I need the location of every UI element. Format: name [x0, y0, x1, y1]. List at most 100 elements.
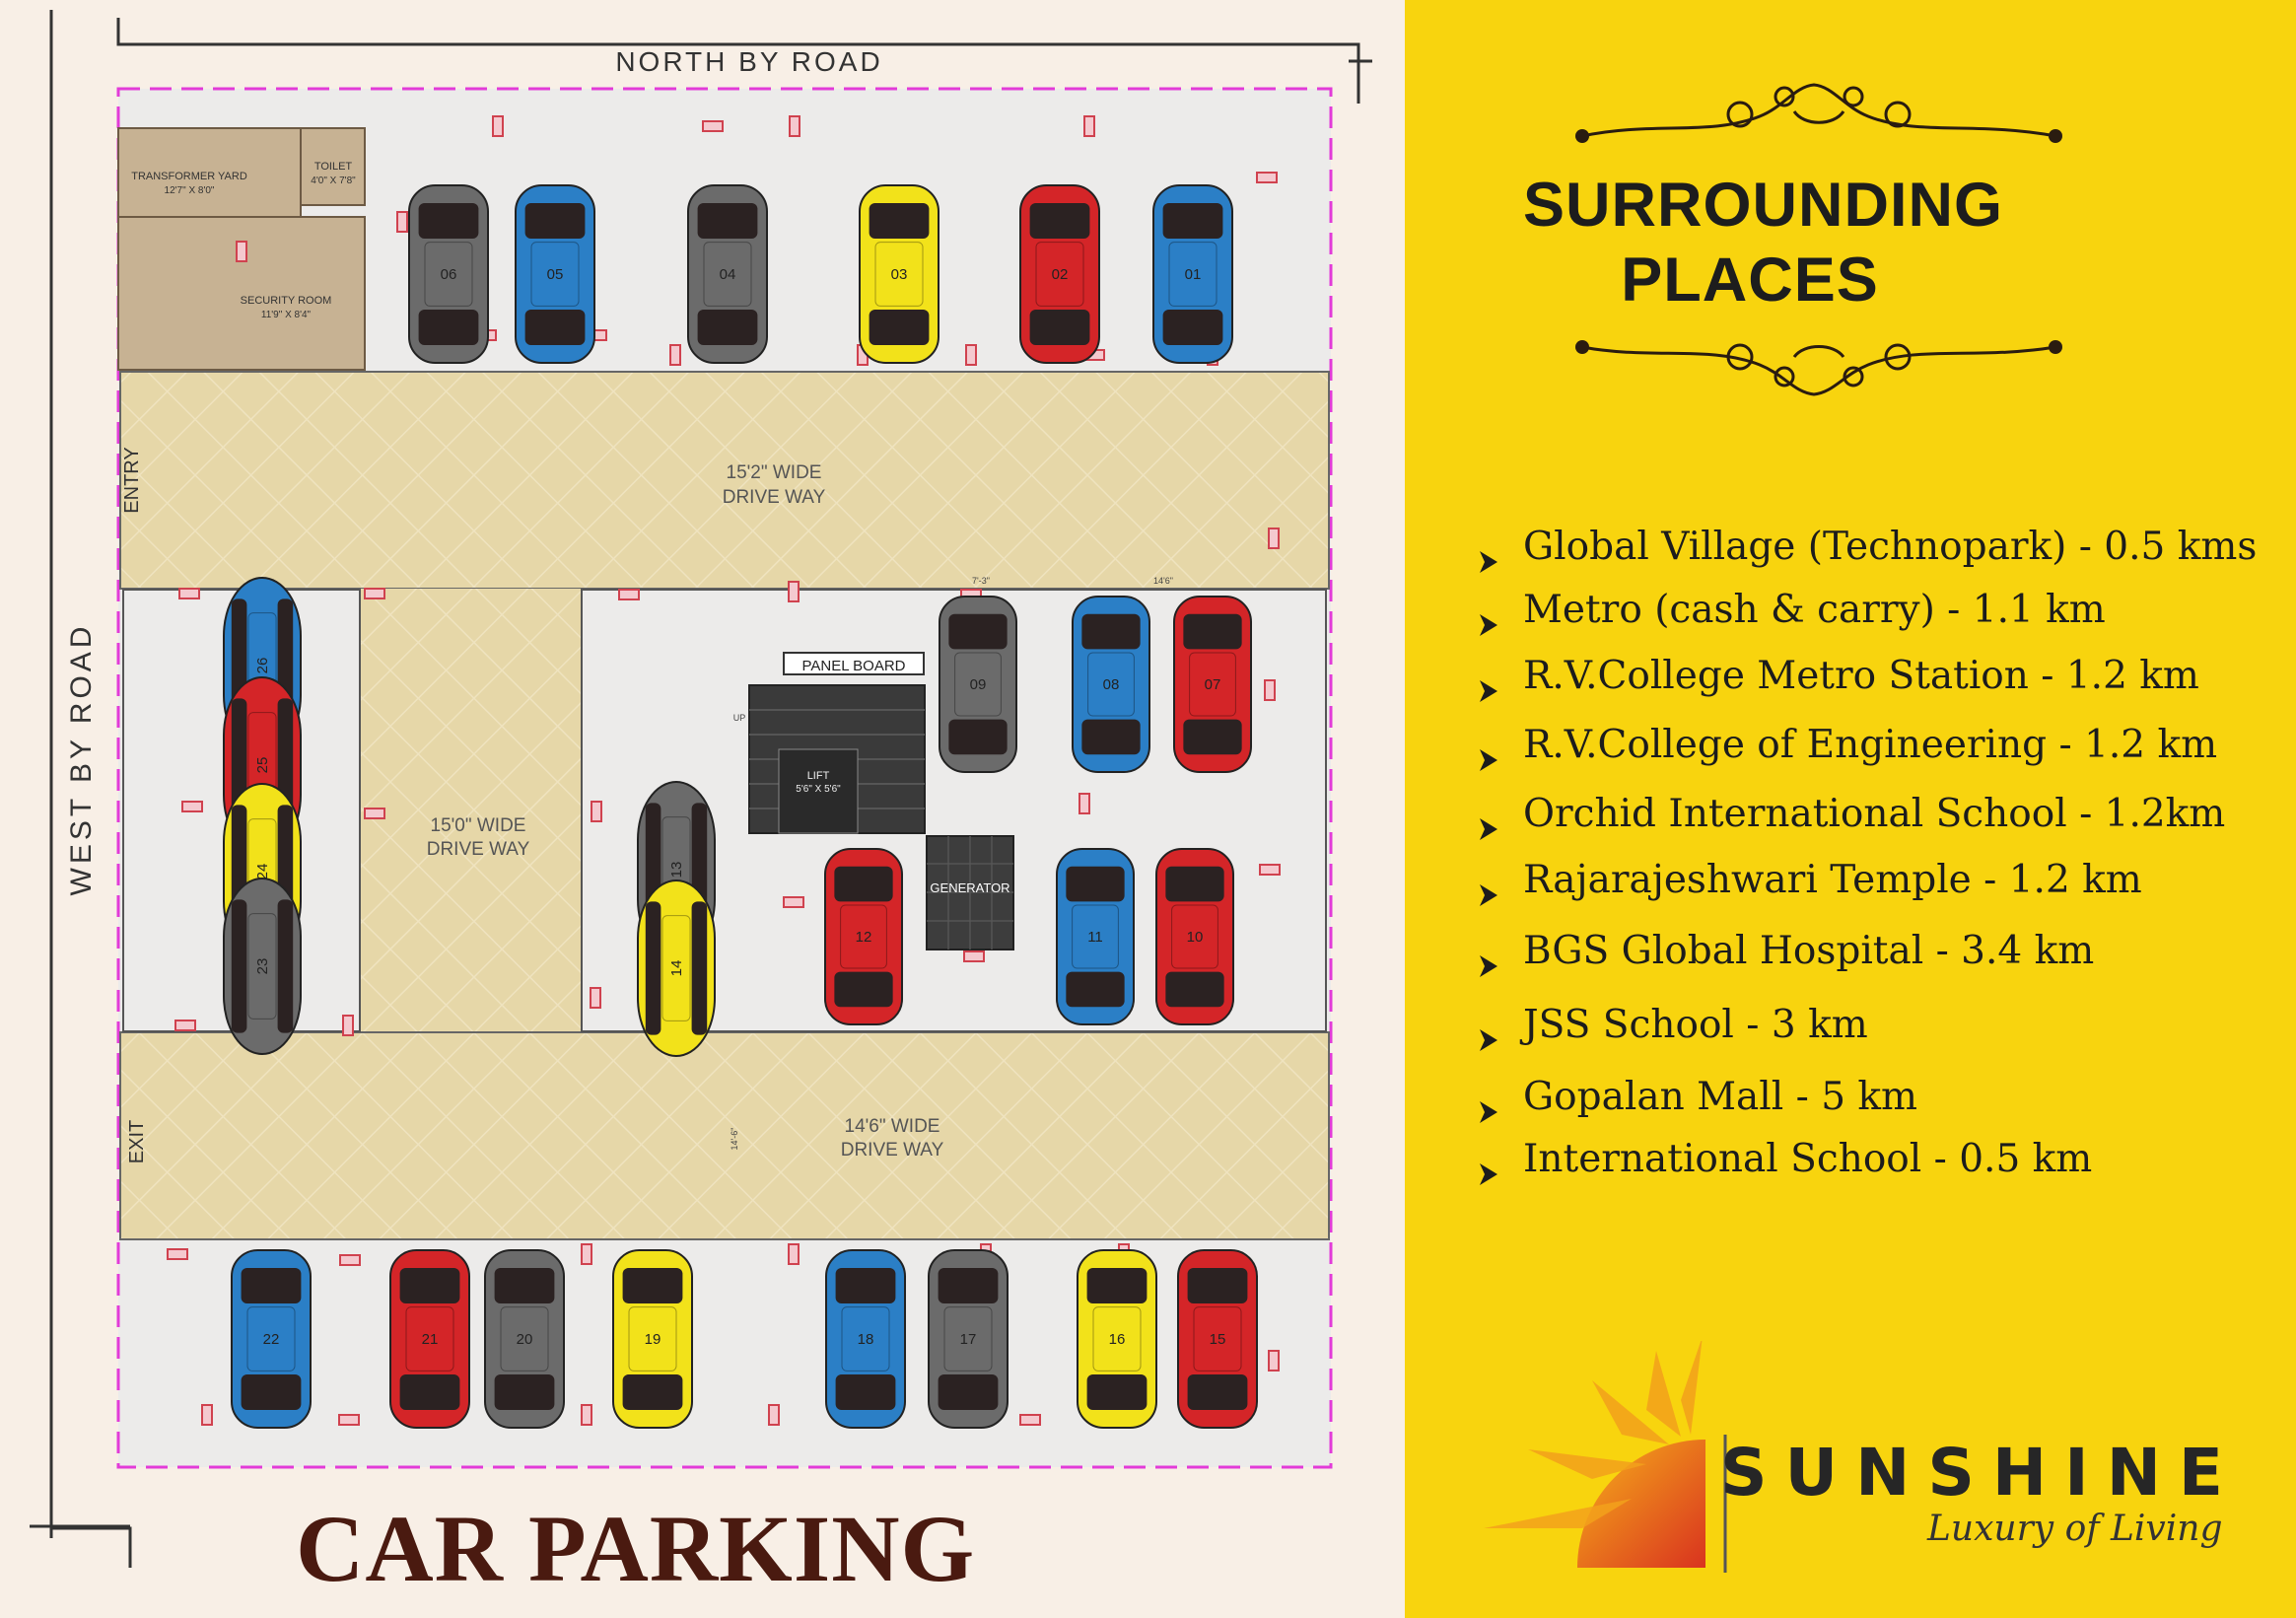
parking-marker [1259, 864, 1281, 876]
car-parking-title: CAR PARKING [296, 1496, 976, 1601]
chevron-right-icon [1480, 1163, 1497, 1185]
car-space-17: 17 [928, 1249, 1009, 1429]
svg-text:10: 10 [1187, 929, 1204, 946]
car-space-05: 05 [515, 184, 595, 364]
svg-text:TOILET: TOILET [314, 161, 353, 173]
svg-text:15: 15 [1210, 1331, 1226, 1348]
svg-text:09: 09 [970, 676, 987, 693]
drive-top-label-1: 15'2" WIDE [727, 462, 822, 483]
brand-tagline: Luxury of Living [1927, 1509, 2223, 1549]
svg-text:GENERATOR: GENERATOR [930, 880, 1009, 895]
car-space-18: 18 [825, 1249, 906, 1429]
svg-text:12: 12 [856, 929, 872, 946]
parking-marker [965, 344, 977, 366]
parking-marker [783, 896, 804, 908]
svg-text:19: 19 [645, 1331, 661, 1348]
svg-text:26: 26 [254, 658, 271, 674]
car-space-14: 14 [637, 879, 716, 1057]
car-space-09: 09 [939, 596, 1017, 773]
road-north-label: NORTH BY ROAD [615, 46, 882, 77]
car-space-06: 06 [408, 184, 489, 364]
car-space-03: 03 [859, 184, 939, 364]
parking-marker [201, 1404, 213, 1426]
generator-room: GENERATOR [926, 835, 1014, 950]
drive-top-label-2: DRIVE WAY [723, 487, 826, 508]
chevron-right-icon [1480, 680, 1497, 702]
car-space-07: 07 [1173, 596, 1252, 773]
parking-marker [590, 987, 601, 1009]
chevron-right-icon [1480, 1101, 1497, 1123]
parking-marker [342, 1015, 354, 1036]
parking-marker [963, 950, 985, 962]
svg-text:SECURITY ROOM: SECURITY ROOM [241, 295, 332, 307]
parking-marker [339, 1254, 361, 1266]
brand-name: SUNSHINE [1720, 1435, 2242, 1511]
dimension-b: 14'6" [1153, 576, 1173, 586]
chevron-right-icon [1480, 614, 1497, 636]
chevron-right-icon [1480, 1029, 1497, 1051]
svg-text:05: 05 [547, 266, 564, 283]
svg-text:LIFT: LIFT [807, 770, 830, 782]
chevron-right-icon [1480, 955, 1497, 977]
parking-marker [702, 120, 724, 132]
parking-marker [591, 801, 602, 822]
entry-label: ENTRY [121, 447, 143, 513]
chevron-right-icon [1480, 818, 1497, 840]
parking-marker [581, 1243, 592, 1265]
parking-marker [1019, 1414, 1041, 1426]
svg-text:21: 21 [422, 1331, 439, 1348]
car-space-12: 12 [824, 848, 903, 1025]
parking-marker [669, 344, 681, 366]
drive-bottom-label-2: DRIVE WAY [841, 1140, 944, 1161]
parking-marker [174, 1020, 196, 1031]
svg-text:PANEL BOARD: PANEL BOARD [801, 658, 905, 674]
svg-text:03: 03 [891, 266, 908, 283]
svg-text:16: 16 [1109, 1331, 1126, 1348]
svg-text:12'7" X 8'0": 12'7" X 8'0" [165, 185, 215, 196]
svg-text:04: 04 [720, 266, 736, 283]
road-west-label: WEST BY ROAD [65, 623, 98, 896]
parking-markers [167, 115, 1281, 1426]
car-space-02: 02 [1019, 184, 1100, 364]
parking-marker [178, 588, 200, 599]
svg-text:13: 13 [668, 862, 685, 879]
lift-staircase: LIFT 5'6" X 5'6" UP [733, 684, 926, 834]
parking-marker [789, 115, 800, 137]
svg-text:11: 11 [1087, 929, 1103, 946]
dimension-a: 7'-3" [972, 576, 990, 586]
svg-text:4'0" X 7'8": 4'0" X 7'8" [311, 176, 356, 186]
svg-text:22: 22 [263, 1331, 280, 1348]
parking-floor-plan: NORTH BY ROAD WEST BY ROAD TRANSFORMER Y… [30, 10, 1372, 1568]
car-space-20: 20 [484, 1249, 565, 1429]
drive-mid-label-2: DRIVE WAY [427, 839, 530, 860]
car-space-15: 15 [1177, 1249, 1258, 1429]
exit-label: EXIT [126, 1120, 148, 1163]
chevron-right-icon [1480, 884, 1497, 906]
parking-marker [492, 115, 504, 137]
heading-line-1: SURROUNDING [1523, 171, 2004, 240]
car-space-08: 08 [1072, 596, 1150, 773]
drive-mid-label-1: 15'0" WIDE [431, 815, 526, 836]
transformer-yard: TRANSFORMER YARD 12'7" X 8'0" [117, 127, 302, 218]
parking-marker [1268, 528, 1280, 549]
svg-text:14: 14 [668, 960, 685, 977]
road-boundary-lines [30, 10, 1372, 1568]
panel-board: PANEL BOARD [783, 652, 925, 675]
ornament-bottom [1575, 340, 2062, 396]
security-room: SECURITY ROOM 11'9" X 8'4" [117, 216, 366, 371]
parking-marker [396, 211, 408, 233]
car-space-22: 22 [231, 1249, 312, 1429]
sunshine-logo [1484, 1341, 1727, 1573]
svg-text:11'9" X 8'4": 11'9" X 8'4" [261, 310, 312, 320]
sun-icon [1484, 1341, 1727, 1573]
toilet: TOILET 4'0" X 7'8" [300, 127, 366, 206]
parking-marker [788, 581, 800, 602]
parking-marker [1078, 793, 1090, 814]
dimension-c: 14'-6" [730, 1128, 739, 1151]
parking-marker [618, 589, 640, 600]
svg-text:07: 07 [1205, 676, 1221, 693]
car-space-11: 11 [1056, 848, 1135, 1025]
car-space-16: 16 [1077, 1249, 1157, 1429]
parking-marker [364, 588, 385, 599]
parking-marker [181, 801, 203, 812]
